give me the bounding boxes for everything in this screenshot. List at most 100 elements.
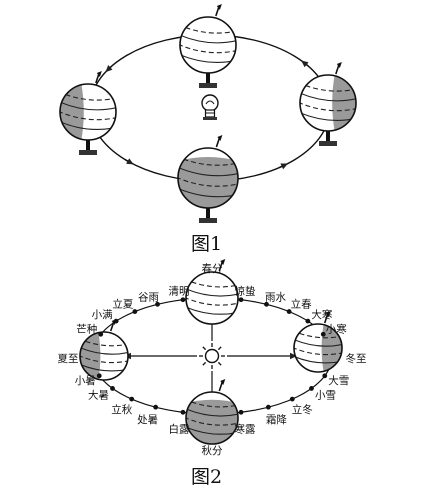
solar-term-dot-lichun <box>286 309 292 314</box>
figure-2: 春分惊蛰雨水立春大寒小寒冬至大雪小雪立冬霜降寒露秋分白露处暑立秋大暑小暑夏至芒种… <box>58 259 367 457</box>
globe-autumn-equinox <box>185 379 239 445</box>
solar-term-dot-hanlu <box>238 409 244 415</box>
latitude-line <box>178 166 238 177</box>
axis-arrow-icon <box>220 379 226 385</box>
solar-term-label-summer-solstice: 夏至 <box>58 353 79 365</box>
latitude-line <box>186 296 238 306</box>
solar-term-dot-xiaoshu <box>96 373 102 379</box>
solar-term-label-bailu: 白露 <box>168 422 189 435</box>
globe-outline <box>185 391 239 445</box>
globe-outline <box>185 271 239 325</box>
latitude-line <box>294 346 342 356</box>
solar-term-label-autumn-equinox: 秋分 <box>202 444 223 457</box>
figure-2-caption: 图2 <box>191 466 223 488</box>
solar-term-dot-xiaohan <box>320 331 326 337</box>
solar-term-label-dahan: 大寒 <box>311 308 332 321</box>
solar-term-dot-xiaoxue <box>309 386 314 391</box>
solar-term-label-xiaoshu: 小暑 <box>75 375 96 387</box>
solar-term-label-hanlu: 寒露 <box>235 422 256 435</box>
axis-arrow-icon <box>96 71 102 77</box>
solar-term-dot-dashu <box>110 386 115 391</box>
axis-tip <box>218 381 224 392</box>
orbit-direction-arrow <box>124 158 134 165</box>
axis-arrow-icon <box>220 259 226 265</box>
solar-term-label-yushui: 雨水 <box>265 291 286 303</box>
orbit-direction-arrow <box>301 60 309 68</box>
axis-tip <box>109 321 115 332</box>
globe-summer-solstice <box>79 319 129 381</box>
globe-left <box>59 71 117 155</box>
light-bulb-icon <box>201 94 219 120</box>
solar-term-dot-jingzhe <box>238 297 244 303</box>
globe-base <box>199 218 217 223</box>
globe-top <box>179 4 237 88</box>
latitude-line <box>186 416 238 426</box>
axis-tip <box>323 313 329 324</box>
solar-term-label-qingming: 清明 <box>168 285 189 298</box>
axis-tip <box>215 6 220 17</box>
globe-bottom <box>177 135 239 223</box>
solar-term-dot-guyu <box>155 301 160 307</box>
latitude-line <box>80 354 128 364</box>
solar-term-dot-bailu <box>180 409 186 415</box>
solar-term-label-dashu: 大暑 <box>88 388 109 401</box>
night-side <box>332 75 356 131</box>
night-side <box>60 84 84 140</box>
axis-tip <box>95 73 100 84</box>
latitude-line <box>300 101 356 112</box>
solar-term-label-winter-solstice: 冬至 <box>346 352 367 365</box>
solar-term-dot-shuangjiang <box>265 404 271 410</box>
figure-1-caption: 图1 <box>191 233 223 255</box>
axis-tip <box>215 137 221 148</box>
figure-1 <box>59 4 357 223</box>
latitude-line <box>178 176 238 187</box>
solar-term-label-lichun: 立春 <box>291 298 312 311</box>
latitude-line <box>300 91 356 102</box>
solar-term-label-xiaoxue: 小雪 <box>315 389 336 401</box>
solar-term-label-chushu: 处暑 <box>137 414 158 426</box>
axis-tip <box>218 261 224 272</box>
solar-term-dot-mangzhong <box>98 331 104 337</box>
solar-term-label-daxue: 大雪 <box>328 374 349 387</box>
solar-term-dot-dahan <box>305 318 311 324</box>
solar-term-dot-liqiu <box>129 396 135 402</box>
axis-arrow-icon <box>325 311 331 317</box>
axis-tip <box>335 64 340 75</box>
solar-term-dot-xiaoman <box>113 318 119 324</box>
solar-term-dot-lidong <box>289 396 295 402</box>
latitude-line <box>186 407 238 417</box>
solar-term-dot-daxue <box>322 373 328 379</box>
globe-right <box>299 62 357 146</box>
solar-term-dot-lixia <box>132 309 138 314</box>
globe-base <box>319 141 337 146</box>
sun-icon <box>199 343 225 369</box>
globe-winter-solstice <box>293 311 343 373</box>
solar-term-label-xiaoman: 小满 <box>92 309 113 321</box>
latitude-line <box>80 346 128 355</box>
globe-base <box>79 150 97 155</box>
solar-term-label-guyu: 谷雨 <box>138 291 159 303</box>
latitude-line <box>60 100 116 111</box>
axis-arrow-icon <box>216 4 222 10</box>
orbit-direction-arrow <box>105 65 113 73</box>
globe-outline <box>293 323 343 373</box>
solar-term-label-lidong: 立冬 <box>292 403 313 416</box>
solar-term-dot-qingming <box>180 297 186 303</box>
solar-term-label-lixia: 立夏 <box>112 298 133 311</box>
solar-term-dot-yushui <box>264 301 269 307</box>
solar-term-dot-chushu <box>153 404 159 410</box>
solar-term-label-shuangjiang: 霜降 <box>266 413 287 426</box>
solar-term-label-jingzhe: 惊蛰 <box>235 285 256 298</box>
solar-term-label-liqiu: 立秋 <box>111 403 132 416</box>
night-side <box>321 324 342 372</box>
solar-term-label-spring-equinox: 春分 <box>202 263 223 275</box>
solar-term-label-mangzhong: 芒种 <box>76 322 97 335</box>
globe-outline <box>79 331 129 381</box>
globe-base <box>199 83 217 88</box>
latitude-line <box>186 287 238 297</box>
axis-arrow-icon <box>217 135 223 141</box>
orbit-direction-arrow <box>278 163 289 170</box>
latitude-line <box>180 43 236 54</box>
